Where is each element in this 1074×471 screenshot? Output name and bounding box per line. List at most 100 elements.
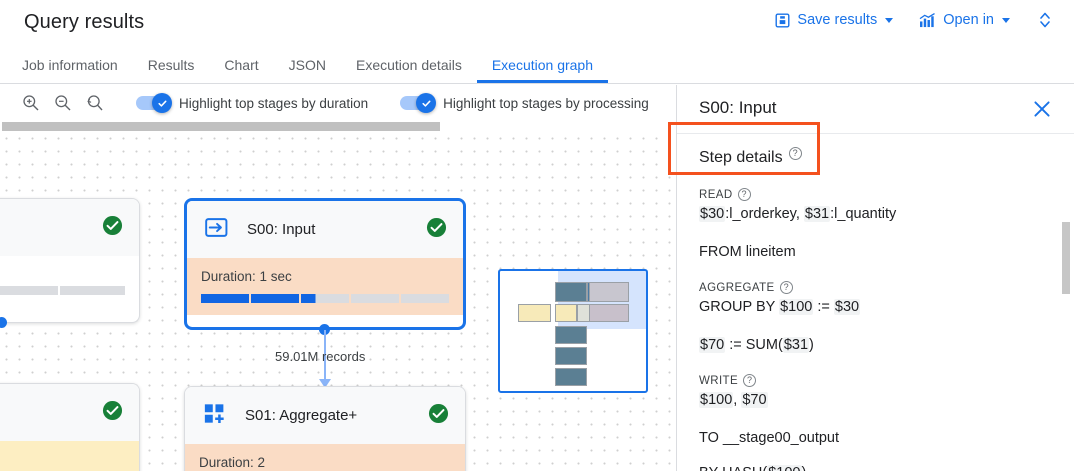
status-success-icon [426,217,447,243]
edge-arrowhead [318,379,331,388]
block-value-byhash: BY HASH($100) [699,465,1052,471]
node-header [0,384,139,441]
status-success-icon [102,215,123,241]
node-header: S01: Aggregate+ [185,387,465,444]
graph-node-left-top[interactable] [0,198,140,323]
help-question-icon[interactable]: ? [743,374,757,388]
block-keyword-write: WRITE ? [699,374,1052,388]
graph-node-left-bottom[interactable] [0,383,140,471]
node-port [0,317,7,328]
keyword-label: READ [699,188,733,201]
graph-toolbar: Highlight top stages by duration Highlig… [0,85,717,121]
node-duration-label: Duration: 1 sec [201,269,292,284]
minimap-node [555,282,587,302]
input-arrow-icon [203,214,230,246]
node-output-port-s00 [319,324,330,335]
progress-segment [201,294,249,303]
minimap-node [555,347,587,365]
tab-execution-graph[interactable]: Execution graph [476,46,609,83]
toggle-knob [416,93,437,113]
progress-segment [251,294,299,303]
minimap-node [555,368,587,386]
graph-node-s01-aggregate[interactable]: S01: Aggregate+ Duration: 2 [184,386,466,471]
toggle-highlight-duration[interactable]: Highlight top stages by duration [136,93,368,113]
panel-title: S00: Input [699,98,777,117]
tab-json[interactable]: JSON [288,56,326,73]
progress-segment [0,286,58,295]
progress-segment [401,294,449,303]
node-duration-label: Duration: 2 [199,455,266,470]
zoom-reset-icon[interactable] [86,94,104,112]
block-keyword-aggregate: AGGREGATE ? [699,281,1052,295]
block-value-groupby: GROUP BY $100 := $30 [699,299,861,316]
node-body: Duration: 1 sec [187,258,463,315]
aggregate-plus-icon [201,400,228,432]
tab-chart[interactable]: Chart [224,56,259,73]
block-keyword-read: READ ? [699,188,1052,201]
tab-job-information[interactable]: Job information [22,56,118,73]
block-value-read: $30:l_orderkey, $31:l_quantity [699,206,897,222]
node-body [0,441,139,471]
status-success-icon [102,400,123,426]
progress-segment [59,286,125,295]
node-body: Duration: 2 [185,444,465,471]
toggle-switch-processing[interactable] [400,93,437,113]
tab-execution-details[interactable]: Execution details [355,56,462,73]
block-value-write: $100, $70 [699,392,768,409]
expand-collapse-icon[interactable] [1034,10,1056,30]
chevron-down-icon [885,17,894,23]
keyword-label: AGGREGATE [699,281,775,294]
zoom-out-icon[interactable] [54,94,72,112]
help-question-icon[interactable]: ? [788,146,802,160]
step-details-heading: Step details ? [699,146,1052,167]
node-progress-bar [201,294,449,303]
minimap-node [589,282,629,302]
minimap-node [555,326,587,344]
minimap-node [555,304,577,322]
bar-chart-icon [919,12,936,28]
save-results-button[interactable]: Save results [773,10,895,30]
graph-horizontal-scrollbar[interactable] [0,121,676,132]
toggle-knob [152,93,172,113]
progress-segment [351,294,399,303]
node-header: S00: Input [187,201,463,258]
keyword-label: WRITE [699,374,739,387]
close-icon[interactable] [1032,99,1052,119]
block-value-to: TO __stage00_output [699,430,840,447]
open-in-button[interactable]: Open in [917,10,1012,30]
node-header [0,199,139,256]
open-in-label: Open in [943,12,994,28]
node-body [0,256,139,307]
panel-vertical-scrollbar[interactable] [1062,222,1070,294]
edge-s00-s01 [323,330,326,383]
node-title: S01: Aggregate+ [245,407,358,424]
tab-results[interactable]: Results [147,56,195,73]
zoom-controls [0,94,104,112]
panel-body[interactable]: Step details ? READ ? $30:l_orderkey, $3… [677,134,1074,471]
help-question-icon[interactable]: ? [779,281,793,295]
save-results-label: Save results [797,12,878,28]
toggle-switch-duration[interactable] [136,93,172,113]
panel-divider [677,133,1074,134]
header-actions: Save results Open in [773,10,1056,30]
edge-label-records: 59.01M records [275,349,366,364]
block-value-sum: $70 := SUM($31) [699,337,814,354]
help-question-icon[interactable]: ? [737,188,751,201]
graph-minimap[interactable] [498,269,648,393]
graph-node-s00-input[interactable]: S00: Input Duration: 1 sec [184,198,466,330]
execution-graph-canvas[interactable]: ecords [0,121,676,471]
save-disk-icon [775,13,790,28]
zoom-in-icon[interactable] [22,94,40,112]
panel-header: S00: Input [677,85,1074,133]
tab-bar: Job information Results Chart JSON Execu… [0,47,1074,84]
node-title: S00: Input [247,221,316,238]
minimap-node [518,304,551,322]
page-header: Query results Save results [0,0,1074,47]
toggle-highlight-processing[interactable]: Highlight top stages by processing [400,93,649,113]
status-success-icon [428,403,449,429]
step-details-panel: S00: Input Step details ? READ ? $30:l_o… [676,85,1074,471]
step-details-label: Step details [699,149,783,166]
graph-scroll-thumb[interactable] [2,122,440,131]
toggle-label-processing: Highlight top stages by processing [443,95,649,111]
